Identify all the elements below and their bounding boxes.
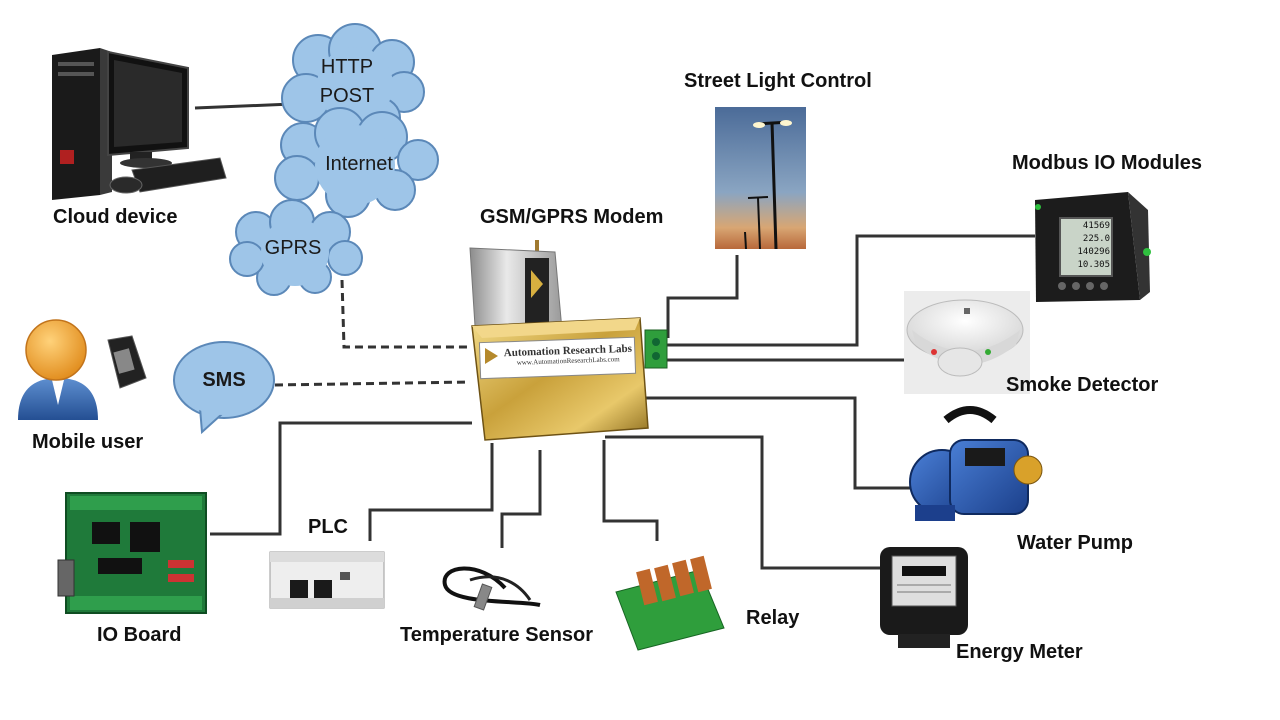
link-street-light bbox=[666, 255, 739, 338]
link-relay bbox=[602, 440, 659, 541]
readout-line-1: 41569 bbox=[1082, 221, 1110, 231]
label-io-board: IO Board bbox=[97, 624, 182, 646]
link-temperature-sensor bbox=[500, 450, 542, 548]
label-gsm-modem: GSM/GPRS Modem bbox=[480, 206, 664, 228]
io-board-device bbox=[57, 492, 207, 614]
street-light-photo bbox=[715, 107, 806, 250]
relay-board-device bbox=[615, 555, 725, 651]
modbus-display-readout: 41569 225.0 140296 10.305 bbox=[1064, 220, 1110, 272]
readout-line-2: 225.0 bbox=[1082, 234, 1110, 244]
energy-meter-device bbox=[880, 547, 968, 648]
cloud-gprs bbox=[229, 199, 363, 296]
post-line: POST bbox=[319, 85, 375, 107]
cloud-http-post-label: HTTP POST bbox=[312, 53, 382, 111]
link-io-board bbox=[210, 421, 472, 536]
cloud-internet-label: Internet bbox=[325, 153, 393, 175]
label-cloud-device: Cloud device bbox=[53, 206, 178, 228]
label-energy-meter: Energy Meter bbox=[956, 641, 1083, 663]
label-modbus-io: Modbus IO Modules bbox=[1012, 152, 1202, 174]
link-water-pump bbox=[640, 396, 912, 490]
link-plc bbox=[368, 443, 494, 541]
label-temperature-sensor: Temperature Sensor bbox=[400, 624, 594, 646]
link-sms-modem bbox=[274, 380, 471, 387]
mobile-user-icon bbox=[18, 319, 147, 420]
link-gprs-modem bbox=[340, 279, 470, 349]
readout-line-4: 10.305 bbox=[1077, 260, 1110, 270]
smoke-detector-device bbox=[904, 291, 1030, 394]
gsm-gprs-modem-device bbox=[469, 240, 668, 441]
label-mobile-user: Mobile user bbox=[32, 431, 144, 453]
label-street-light: Street Light Control bbox=[684, 70, 872, 92]
cloud-gprs-label: GPRS bbox=[264, 237, 322, 259]
cloud-internet bbox=[274, 107, 439, 218]
water-pump-device bbox=[909, 406, 1043, 521]
modbus-io-module-device bbox=[1035, 192, 1151, 302]
label-smoke-detector: Smoke Detector bbox=[1006, 374, 1159, 396]
label-plc: PLC bbox=[308, 516, 348, 538]
sms-bubble-label: SMS bbox=[202, 369, 246, 391]
temperature-sensor-device bbox=[442, 566, 541, 611]
label-relay: Relay bbox=[746, 607, 800, 629]
link-energy-meter bbox=[605, 435, 882, 570]
readout-line-3: 140296 bbox=[1077, 247, 1110, 257]
plc-device bbox=[269, 551, 385, 609]
connector-lines bbox=[194, 102, 1035, 570]
link-cloud-device-http bbox=[194, 102, 293, 110]
http-line: HTTP bbox=[320, 56, 374, 78]
label-water-pump: Water Pump bbox=[1017, 532, 1133, 554]
link-modbus bbox=[665, 234, 1035, 347]
desktop-computer-icon bbox=[52, 48, 227, 200]
speech-bubble-sms bbox=[173, 341, 275, 435]
